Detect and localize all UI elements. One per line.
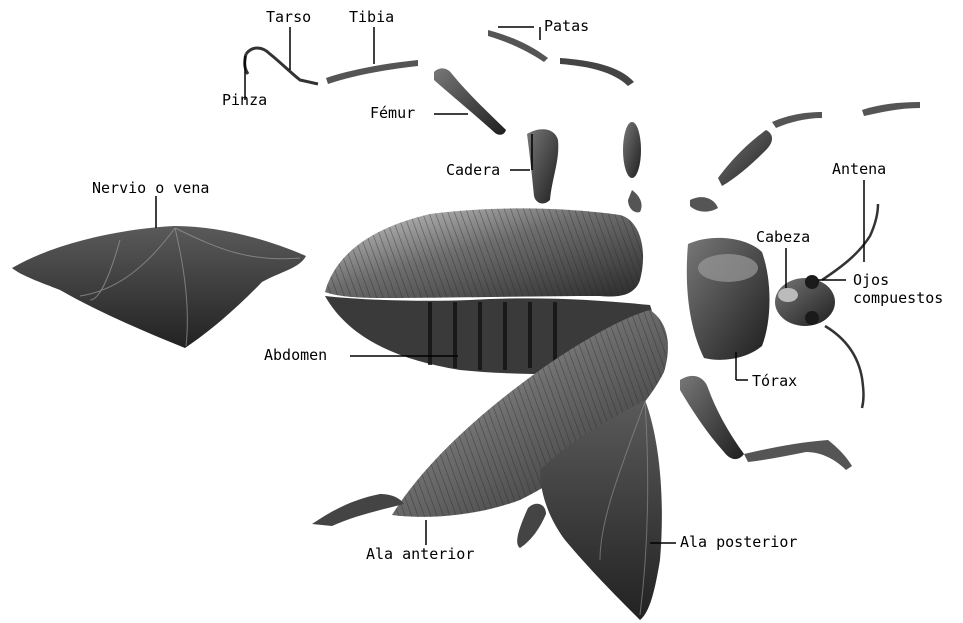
hind-wing-left xyxy=(12,226,306,348)
label-cabeza: Cabeza xyxy=(756,229,810,246)
label-nervio: Nervio o vena xyxy=(92,180,209,197)
label-ojos-compuestos-line1: Ojos xyxy=(853,272,889,289)
label-abdomen: Abdomen xyxy=(264,347,327,364)
legs-top xyxy=(488,30,920,212)
label-femur: Fémur xyxy=(370,105,415,122)
thorax xyxy=(687,238,770,360)
label-pinza: Pinza xyxy=(222,92,267,109)
label-tibia: Tibia xyxy=(349,9,394,26)
head xyxy=(775,275,835,326)
label-ala-anterior: Ala anterior xyxy=(366,546,474,563)
label-cadera: Cadera xyxy=(446,162,500,179)
label-tarso: Tarso xyxy=(266,9,311,26)
tibia xyxy=(326,60,418,84)
label-ojos-compuestos-line2: compuestos xyxy=(853,290,943,307)
label-antena: Antena xyxy=(832,161,886,178)
label-patas: Patas xyxy=(544,18,589,35)
elytron-upper xyxy=(325,208,643,298)
femur xyxy=(434,68,506,134)
tarsus-claw xyxy=(245,48,318,84)
label-ala-posterior: Ala posterior xyxy=(680,534,797,551)
label-torax: Tórax xyxy=(752,373,797,390)
